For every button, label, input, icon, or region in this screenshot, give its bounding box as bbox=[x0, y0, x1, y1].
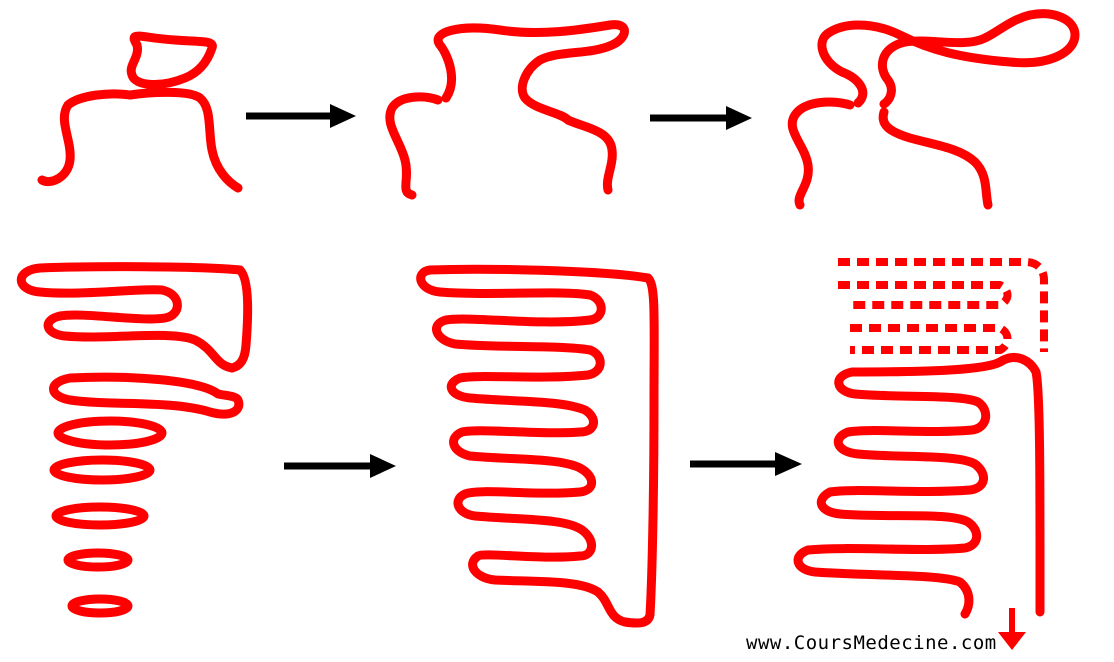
tube-loop-6 bbox=[68, 553, 128, 567]
bottom-stage-1 bbox=[21, 267, 247, 613]
tube-serpentine bbox=[421, 269, 648, 622]
bottom-arrow-1 bbox=[284, 454, 396, 478]
top-arrow-1 bbox=[246, 104, 356, 128]
red-down-arrow bbox=[998, 608, 1026, 650]
tube-arch bbox=[438, 25, 624, 120]
top-arrow-2 bbox=[650, 106, 752, 130]
watermark-text: www.CoursMedecine.com bbox=[746, 632, 997, 654]
tube-loop-head bbox=[131, 36, 212, 84]
dashed-regressed-loops bbox=[838, 262, 1044, 352]
tube-left bbox=[390, 97, 438, 195]
tube-left bbox=[792, 102, 850, 205]
tube-loop-1 bbox=[21, 267, 240, 368]
tube-upper-loop bbox=[822, 14, 1075, 104]
tube-loop-2 bbox=[54, 377, 239, 414]
tube-loop-5 bbox=[56, 507, 144, 525]
top-stage-1 bbox=[42, 36, 238, 188]
top-stage-2 bbox=[390, 25, 625, 195]
tube-left-limb bbox=[42, 94, 130, 182]
tube-loop-3 bbox=[58, 421, 162, 445]
tube-right bbox=[568, 120, 612, 190]
top-stage-3 bbox=[792, 14, 1075, 205]
tube-loop-7 bbox=[72, 599, 128, 613]
tube-connector bbox=[232, 270, 248, 368]
bottom-stage-2 bbox=[421, 269, 655, 623]
tube-right bbox=[883, 112, 988, 205]
solid-remaining-loops bbox=[798, 357, 1040, 614]
bottom-stage-3 bbox=[798, 262, 1044, 650]
tube-top-connector bbox=[130, 92, 238, 188]
bottom-arrow-2 bbox=[690, 452, 802, 476]
tube-loop-4 bbox=[54, 460, 150, 480]
tube-straight-limb bbox=[625, 278, 654, 623]
